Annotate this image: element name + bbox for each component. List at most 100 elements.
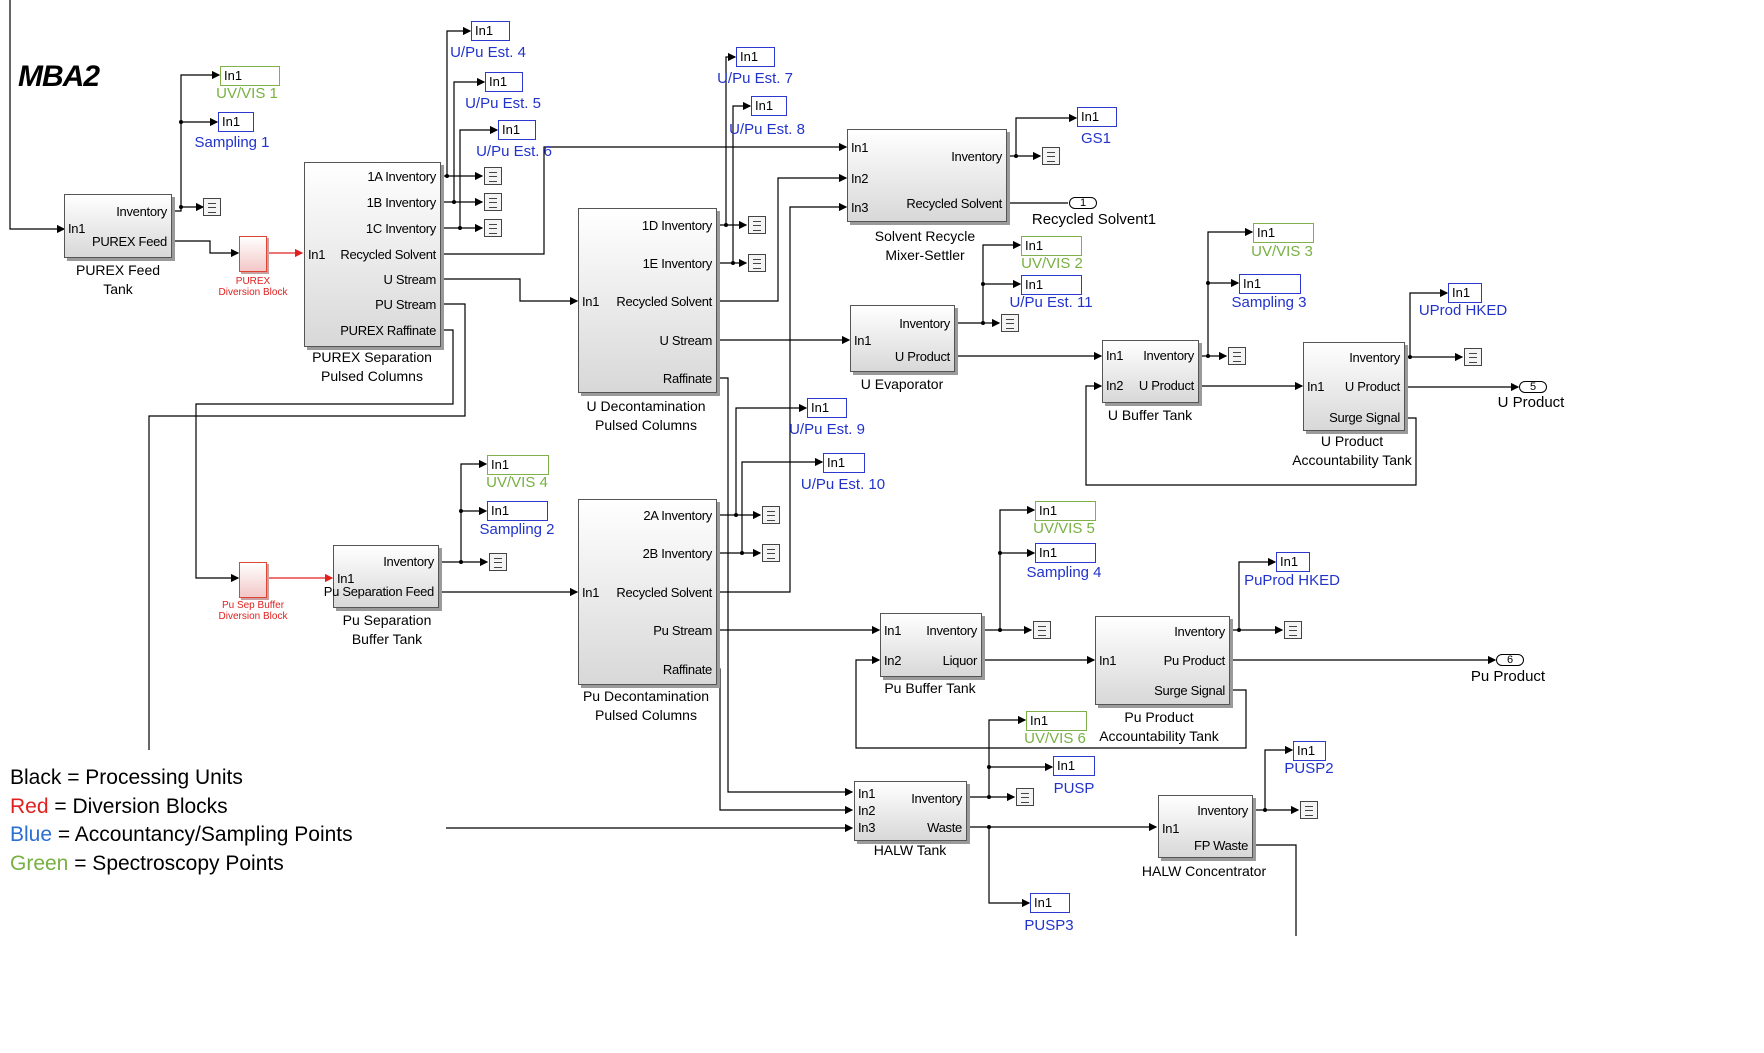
monitor-pusp3[interactable]: In1: [1030, 893, 1070, 913]
halw-concentrator-block[interactable]: In1 Inventory FP Waste: [1158, 795, 1253, 858]
outport-6[interactable]: 6: [1496, 654, 1524, 666]
monitor-puprod-hked[interactable]: In1: [1276, 552, 1310, 572]
u-buffer-tank-caption: U Buffer Tank: [1107, 407, 1193, 423]
scope-icon[interactable]: [484, 167, 502, 185]
scope-icon[interactable]: [484, 193, 502, 211]
scope-icon[interactable]: [748, 254, 766, 272]
monitor-label: PUSP2: [1284, 760, 1334, 777]
monitor-upu-est-7[interactable]: In1: [736, 47, 775, 67]
scope-icon[interactable]: [484, 219, 502, 237]
halw-concentrator-caption: HALW Concentrator: [1141, 863, 1267, 879]
scope-icon[interactable]: [1001, 314, 1019, 332]
purex-separation-block[interactable]: 1A Inventory 1B Inventory 1C Inventory I…: [304, 162, 441, 347]
pu-decontamination-block[interactable]: 2A Inventory 2B Inventory In1 Recycled S…: [578, 499, 717, 685]
monitor-uv-vis-4[interactable]: In1: [487, 455, 549, 475]
scope-icon[interactable]: [1016, 788, 1034, 806]
u-decontamination-block[interactable]: 1D Inventory 1E Inventory In1 Recycled S…: [578, 208, 717, 393]
scope-icon[interactable]: [762, 506, 780, 524]
monitor-upu-est-8[interactable]: In1: [751, 96, 787, 116]
pu-sep-diversion-block[interactable]: [239, 562, 267, 598]
monitor-uv-vis-6[interactable]: In1: [1026, 711, 1087, 731]
monitor-upu-est-10[interactable]: In1: [823, 453, 865, 473]
monitor-uv-vis-5[interactable]: In1: [1035, 501, 1096, 521]
port-in2: In2: [858, 803, 876, 818]
scope-icon[interactable]: [1033, 621, 1051, 639]
purex-feed-tank-block[interactable]: In1 Inventory PUREX Feed: [64, 194, 172, 258]
pu-product-accountability-block[interactable]: In1 Inventory Pu Product Surge Signal: [1095, 616, 1230, 705]
pu-separation-buffer-block[interactable]: In1 Inventory Pu Separation Feed: [324, 545, 439, 608]
monitor-uv-vis-2[interactable]: In1: [1021, 236, 1082, 256]
halw-tank-block[interactable]: In1 In2 In3 Inventory Waste: [854, 781, 967, 841]
port-inventory: Inventory: [116, 204, 167, 219]
scope-icon[interactable]: [1464, 348, 1482, 366]
outport-1[interactable]: 1: [1069, 197, 1097, 209]
monitor-uv-vis-1[interactable]: In1: [220, 66, 280, 86]
monitor-label: UV/VIS 4: [486, 474, 548, 491]
monitor-pusp2[interactable]: In1: [1293, 741, 1326, 761]
port-in1: In1: [884, 623, 902, 638]
scope-icon[interactable]: [1284, 621, 1302, 639]
port-2b-inventory: 2B Inventory: [642, 546, 713, 561]
monitor-upu-est-4[interactable]: In1: [471, 21, 510, 41]
port-in1: In1: [1099, 653, 1117, 668]
monitor-uv-vis-3[interactable]: In1: [1253, 223, 1314, 243]
u-evaporator-block[interactable]: In1 Inventory U Product: [850, 305, 955, 372]
monitor-upu-est-9[interactable]: In1: [807, 398, 847, 418]
monitor-upu-est-11[interactable]: In1: [1021, 275, 1082, 295]
port-1b-inventory: 1B Inventory: [366, 195, 437, 210]
monitor-label: U/Pu Est. 8: [729, 121, 805, 138]
monitor-label: U/Pu Est. 9: [789, 421, 865, 438]
port-in1: In1: [851, 140, 869, 155]
scope-icon[interactable]: [1228, 347, 1246, 365]
port-u-stream: U Stream: [383, 272, 436, 287]
solvent-recycle-block[interactable]: In1 In2 In3 Inventory Recycled Solvent: [847, 129, 1007, 222]
monitor-upu-est-5[interactable]: In1: [485, 72, 523, 92]
monitor-label: U/Pu Est. 11: [1009, 294, 1093, 311]
scope-icon[interactable]: [748, 216, 766, 234]
monitor-sampling-1[interactable]: In1: [218, 112, 254, 132]
monitor-label: U/Pu Est. 7: [717, 70, 793, 87]
scope-icon[interactable]: [489, 553, 507, 571]
outport-5[interactable]: 5: [1519, 381, 1547, 393]
port-recycled-solvent: Recycled Solvent: [906, 196, 1002, 211]
monitor-sampling-3[interactable]: In1: [1239, 274, 1301, 294]
port-surge-signal: Surge Signal: [1329, 410, 1400, 425]
pu-buffer-tank-block[interactable]: In1 In2 Inventory Liquor: [880, 613, 982, 677]
monitor-label: PuProd HKED: [1244, 572, 1340, 589]
monitor-upu-est-6[interactable]: In1: [498, 120, 536, 140]
port-inventory: Inventory: [951, 149, 1002, 164]
monitor-sampling-2[interactable]: In1: [487, 501, 548, 521]
port-in1: In1: [582, 294, 600, 309]
port-inventory: Inventory: [1197, 803, 1248, 818]
monitor-pusp[interactable]: In1: [1053, 756, 1095, 776]
port-in1: In1: [1106, 348, 1124, 363]
monitor-label: Sampling 2: [479, 521, 555, 538]
port-pu-stream: PU Stream: [375, 297, 436, 312]
monitor-uprod-hked[interactable]: In1: [1448, 283, 1482, 303]
monitor-label: UV/VIS 6: [1024, 730, 1086, 747]
monitor-gs1[interactable]: In1: [1077, 107, 1117, 127]
monitor-sampling-4[interactable]: In1: [1035, 543, 1096, 563]
monitor-label: PUSP3: [1024, 917, 1074, 934]
port-in2: In2: [1106, 378, 1124, 393]
u-product-accountability-block[interactable]: In1 Inventory U Product Surge Signal: [1303, 342, 1405, 431]
scope-icon[interactable]: [762, 544, 780, 562]
outport-label: Recycled Solvent1: [1031, 211, 1157, 228]
scope-icon[interactable]: [1042, 147, 1060, 165]
legend-item: Blue = Accountancy/Sampling Points: [10, 823, 353, 846]
monitor-label: GS1: [1080, 130, 1112, 147]
purex-diversion-block[interactable]: [239, 236, 267, 272]
scope-icon[interactable]: [1300, 801, 1318, 819]
port-in1: In1: [1162, 821, 1180, 836]
u-buffer-tank-block[interactable]: In1 In2 Inventory U Product: [1102, 340, 1199, 403]
port-surge-signal: Surge Signal: [1154, 683, 1225, 698]
scope-icon[interactable]: [203, 198, 221, 216]
port-in1: In1: [582, 585, 600, 600]
